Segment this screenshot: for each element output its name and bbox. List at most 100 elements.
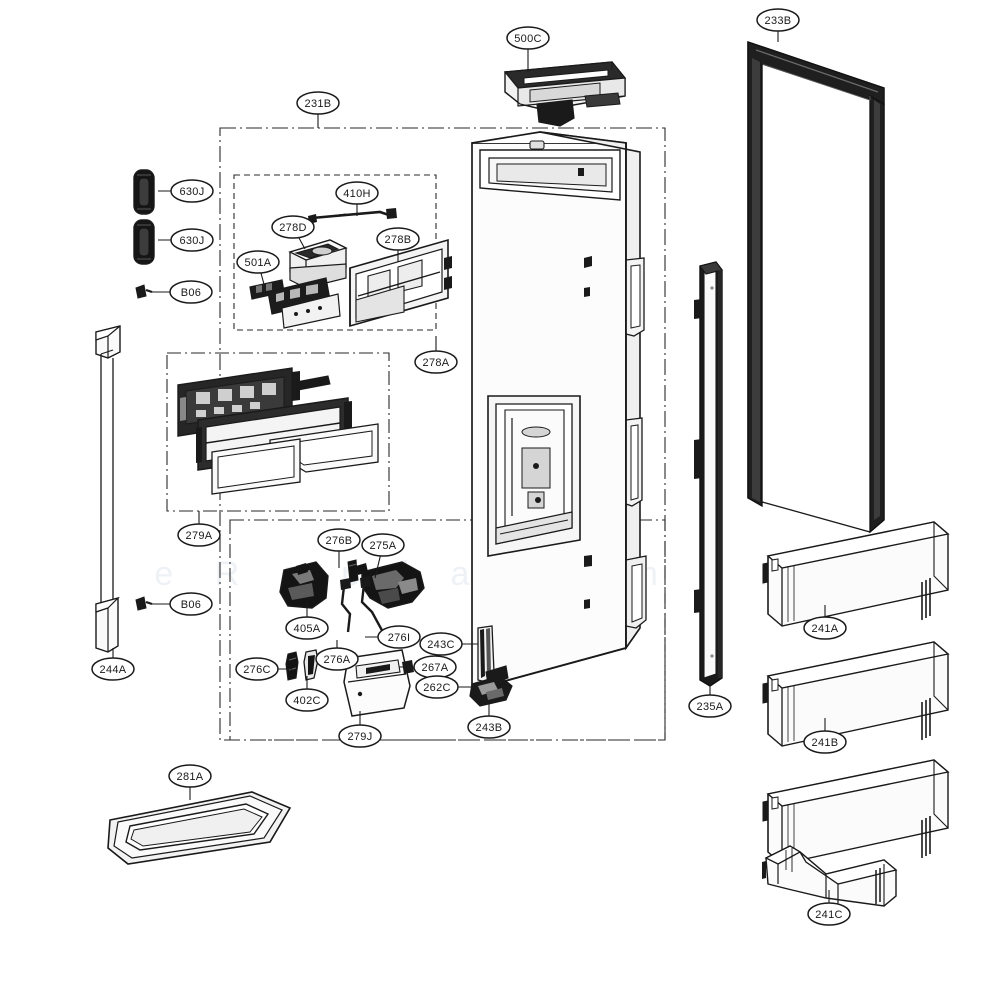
callout-label: 276A (324, 654, 351, 666)
callout-label: 279A (186, 530, 213, 542)
callout-label: 262C (423, 682, 451, 694)
callout-402c-spring-clip[interactable]: 402C (285, 676, 329, 712)
callout-bubble[interactable] (338, 724, 382, 748)
callout-405a-ice-maker-bracket[interactable]: 405A (285, 600, 329, 640)
callout-276i-water-tube[interactable]: 276I (365, 625, 421, 649)
callout-label: 235A (697, 701, 724, 713)
callout-label: B06 (181, 599, 201, 611)
part-241A-door-bin-upper (762, 521, 949, 627)
callout-label: 267A (422, 662, 449, 674)
callout-243c-dispenser-lever[interactable]: 243C (419, 632, 478, 656)
callout-235a-door-trim-strip[interactable]: 235A (688, 684, 732, 718)
callout-243b-dispenser-pad[interactable]: 243B (467, 700, 511, 739)
part-275A-water-valve (356, 561, 425, 609)
callout-bubble[interactable] (170, 228, 214, 252)
callout-label: 241C (815, 909, 843, 921)
callout-bubble[interactable] (169, 592, 213, 616)
callout-bubble[interactable] (756, 8, 800, 32)
callout-label: 630J (179, 186, 204, 198)
callout-262c-dispenser-actuator[interactable]: 262C (415, 675, 472, 699)
part-235A-door-trim-strip (694, 261, 723, 687)
callout-244a-door-handle[interactable]: 244A (91, 648, 135, 681)
part-233B-door-gasket (747, 41, 885, 534)
callout-label: 500C (514, 33, 542, 45)
group-lower-box (229, 519, 666, 741)
callout-501a-dispenser-lamp[interactable]: 501A (236, 250, 280, 289)
callout-630j-hinge-cover-upper[interactable]: 630J (158, 179, 214, 203)
callout-bubble[interactable] (335, 181, 379, 205)
part-281A-door-frame-gasket (107, 791, 292, 865)
callout-bubble[interactable] (803, 730, 847, 754)
callout-630j-hinge-cover-lower[interactable]: 630J (158, 228, 214, 252)
callout-241b-door-bin-middle[interactable]: 241B (803, 718, 847, 754)
callout-281a-door-frame-gasket[interactable]: 281A (168, 764, 212, 800)
part-278B-dispenser-frame (349, 238, 452, 328)
callout-278a-dispenser-assembly-group[interactable]: 278A (414, 336, 458, 374)
callout-label: 243C (427, 639, 455, 651)
part-241C-door-bin-lower (762, 845, 898, 907)
callout-bubble[interactable] (361, 533, 405, 557)
callout-label: 410H (343, 188, 371, 200)
callout-bubble[interactable] (807, 902, 851, 926)
callout-bubble[interactable] (177, 523, 221, 547)
callout-label: 279J (347, 731, 372, 743)
callout-label: 278A (423, 357, 450, 369)
callout-276a-water-line[interactable]: 276A (315, 640, 359, 671)
callout-bubble[interactable] (419, 632, 463, 656)
part-241B-door-bin-middle (762, 641, 949, 747)
callout-bubble[interactable] (467, 715, 511, 739)
callout-275a-water-valve[interactable]: 275A (361, 533, 405, 579)
callout-bubble[interactable] (415, 675, 459, 699)
callout-279a-display-panel-group[interactable]: 279A (177, 511, 221, 547)
callout-label: B06 (181, 287, 201, 299)
callout-label: 276C (243, 664, 271, 676)
callout-241c-door-bin-lower[interactable]: 241C (807, 890, 851, 926)
callout-410h-wire-harness[interactable]: 410H (335, 181, 379, 216)
part-402C-spring-clip (303, 649, 319, 681)
callout-bubble[interactable] (285, 616, 329, 640)
callout-bubble[interactable] (296, 91, 340, 115)
callout-267a-dispenser-switch[interactable]: 267A (399, 655, 457, 679)
callout-label: 233B (765, 15, 792, 27)
callout-276c-tube-clamp[interactable]: 276C (235, 657, 292, 681)
callout-bubble[interactable] (170, 179, 214, 203)
part-279J-control-box (343, 649, 414, 717)
part-262C-dispenser-actuator (469, 675, 513, 707)
callout-233b-door-gasket[interactable]: 233B (756, 8, 800, 42)
callout-label: 630J (179, 235, 204, 247)
callout-b06-screw-upper[interactable]: B06 (152, 280, 213, 304)
callout-label: 276I (388, 632, 411, 644)
callout-bubble[interactable] (377, 625, 421, 649)
callout-bubble[interactable] (315, 647, 359, 671)
callout-layer: 500C 233B 231B 630J 630J 410H 278D 278B 501A B06 2… (91, 8, 851, 926)
callout-bubble[interactable] (376, 227, 420, 251)
callout-bubble[interactable] (803, 616, 847, 640)
callout-bubble[interactable] (271, 215, 315, 239)
callout-label: 281A (177, 771, 204, 783)
callout-label: 241A (812, 623, 839, 635)
callout-278d-dispenser-tray[interactable]: 278D (271, 215, 315, 250)
callout-b06-screw-lower[interactable]: B06 (152, 592, 213, 616)
callout-500c-dispenser-assembly[interactable]: 500C (506, 26, 550, 72)
part-630J-hinge-cover-upper (133, 169, 155, 215)
callout-bubble[interactable] (414, 350, 458, 374)
callout-bubble[interactable] (317, 528, 361, 552)
callout-231b-door-assembly-group[interactable]: 231B (296, 91, 340, 128)
callout-bubble[interactable] (285, 688, 329, 712)
callout-bubble[interactable] (236, 250, 280, 274)
callout-bubble[interactable] (235, 657, 279, 681)
callout-276b-valve-bracket[interactable]: 276B (317, 528, 361, 568)
callout-label: 276B (326, 535, 353, 547)
callout-bubble[interactable] (688, 694, 732, 718)
callout-bubble[interactable] (91, 657, 135, 681)
callout-label: 243B (476, 722, 503, 734)
callout-278b-dispenser-frame[interactable]: 278B (376, 227, 420, 262)
part-276C-tube-clamp (285, 651, 299, 681)
callout-279j-control-box[interactable]: 279J (338, 711, 382, 748)
callout-bubble[interactable] (169, 280, 213, 304)
callout-bubble[interactable] (506, 26, 550, 50)
part-244A-door-handle (95, 325, 121, 653)
callout-bubble[interactable] (168, 764, 212, 788)
callout-241a-door-bin-upper[interactable]: 241A (803, 605, 847, 640)
